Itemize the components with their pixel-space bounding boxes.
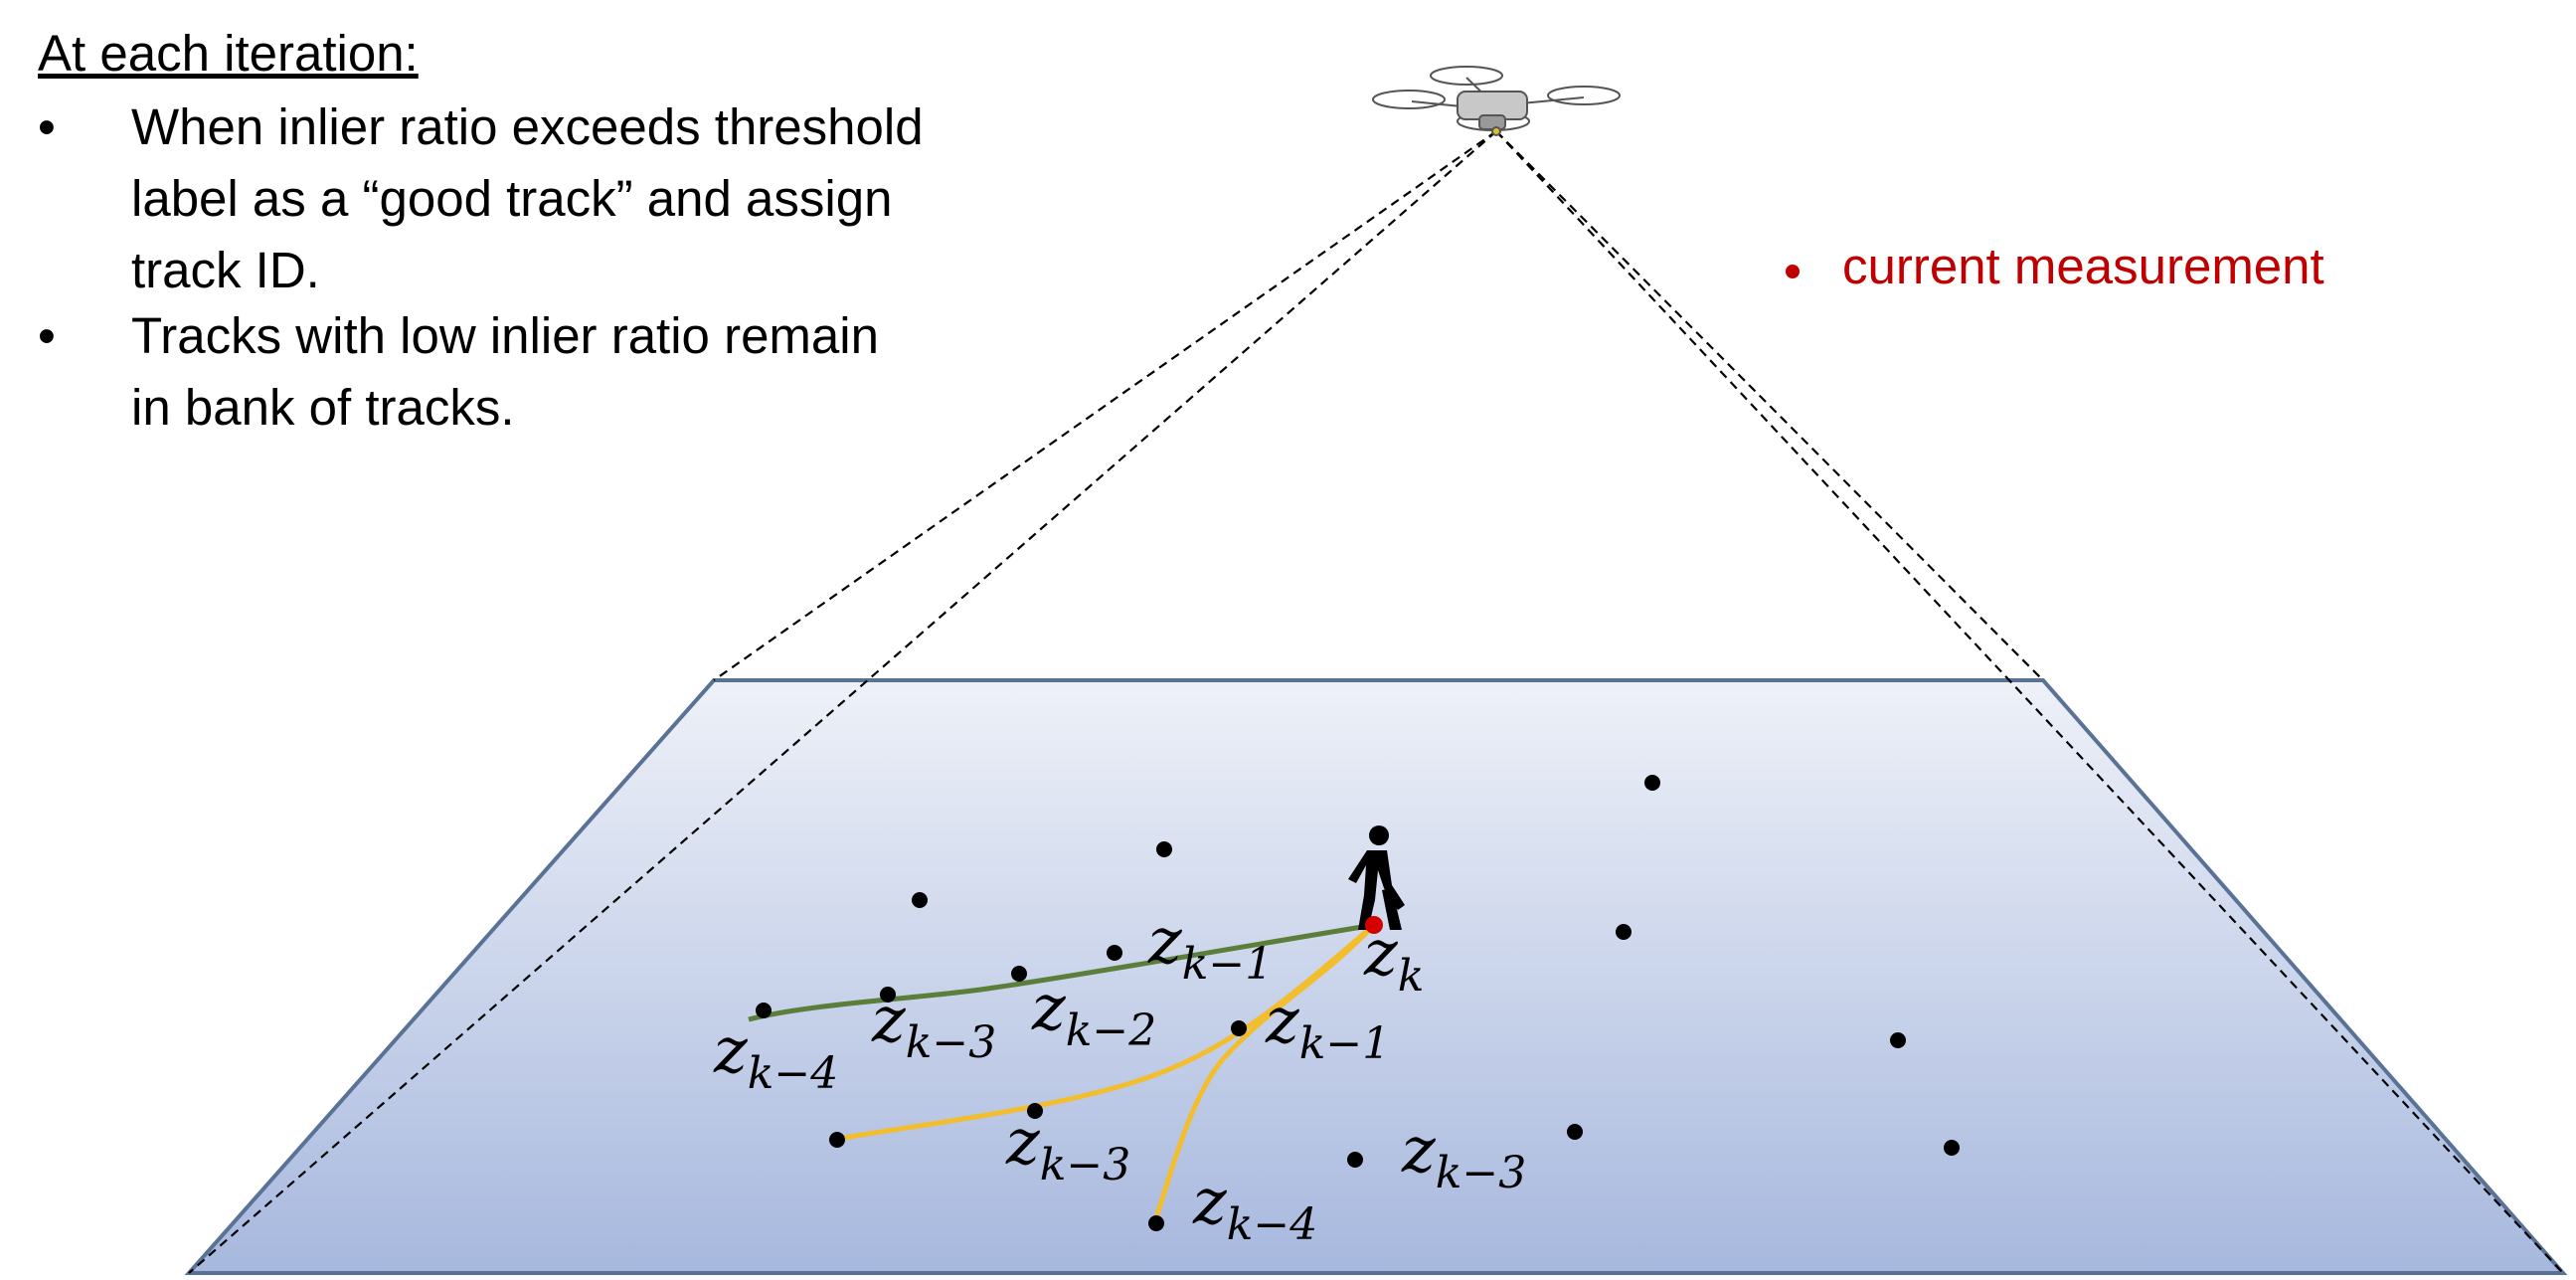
label-z-k-minus-1-top: zk−1 bbox=[1147, 905, 1273, 990]
label-z-k-minus-4-low: zk−4 bbox=[1192, 1166, 1317, 1250]
bullet-1-line-2: label as a “good track” and assign bbox=[131, 170, 893, 227]
label-z-k-minus-1-mid: zk−1 bbox=[1265, 985, 1390, 1069]
measurement-point bbox=[756, 1003, 772, 1018]
bullet-2-line-2: in bank of tracks. bbox=[131, 379, 515, 436]
bullet-1-line-1: When inlier ratio exceeds threshold bbox=[131, 98, 924, 155]
label-z-k: zk bbox=[1363, 917, 1424, 1002]
ground-plane bbox=[184, 678, 2568, 1275]
candidate-tracks bbox=[837, 923, 1376, 1222]
measurement-point bbox=[1616, 924, 1631, 940]
camera-field-of-view bbox=[188, 130, 2564, 1274]
measurement-point bbox=[1347, 1152, 1363, 1168]
label-z-k-minus-3-low: zk−3 bbox=[1005, 1106, 1130, 1190]
legend-marker bbox=[1786, 265, 1800, 278]
fov-line bbox=[1495, 130, 2564, 1274]
measurement-point bbox=[1944, 1140, 1960, 1156]
measurement-point bbox=[1644, 775, 1660, 791]
label-z-k-minus-4-left: zk−4 bbox=[713, 1014, 838, 1099]
bullet-item-2: Tracks with low inlier ratio remain in b… bbox=[131, 300, 1026, 444]
legend-label: current measurement bbox=[1842, 238, 2324, 294]
bullet-1-line-3: track ID. bbox=[131, 242, 320, 298]
walking-person-icon bbox=[1348, 825, 1405, 930]
bullet-item-1: When inlier ratio exceeds threshold labe… bbox=[131, 91, 1026, 306]
measurement-point bbox=[1148, 1215, 1164, 1231]
measurement-point bbox=[1011, 966, 1027, 982]
label-z-k-minus-3-left: zk−3 bbox=[871, 984, 996, 1068]
fov-line bbox=[713, 130, 1497, 681]
measurement-point bbox=[1567, 1124, 1583, 1140]
label-z-k-minus-2: zk−2 bbox=[1031, 972, 1156, 1056]
drone-icon bbox=[1372, 66, 1621, 136]
measurement-point bbox=[1107, 945, 1122, 961]
fov-line bbox=[1495, 130, 2044, 681]
measurement-point bbox=[1027, 1103, 1043, 1119]
measurement-point bbox=[1156, 841, 1172, 857]
math-labels: zk−1 zk zk−2 zk−3 zk−4 zk−1 zk−3 zk−4 zk… bbox=[713, 905, 1526, 1250]
label-z-k-minus-3-right: zk−3 bbox=[1401, 1114, 1526, 1198]
measurement-point bbox=[880, 987, 896, 1003]
bullet-2-line-1: Tracks with low inlier ratio remain bbox=[131, 307, 879, 364]
bullet-symbol-2: • bbox=[38, 307, 56, 364]
fov-line bbox=[188, 130, 1497, 1274]
measurement-points bbox=[756, 775, 1960, 1231]
bullet-symbol-1: • bbox=[38, 98, 56, 155]
candidate-track-b bbox=[1152, 923, 1376, 1222]
measurement-point bbox=[912, 892, 928, 908]
measurement-point bbox=[1890, 1032, 1906, 1048]
heading: At each iteration: bbox=[38, 25, 419, 82]
measurement-point bbox=[1231, 1020, 1247, 1036]
current-measurement-point bbox=[1365, 916, 1383, 934]
good-track-line bbox=[748, 922, 1375, 1022]
measurement-point bbox=[829, 1132, 845, 1148]
